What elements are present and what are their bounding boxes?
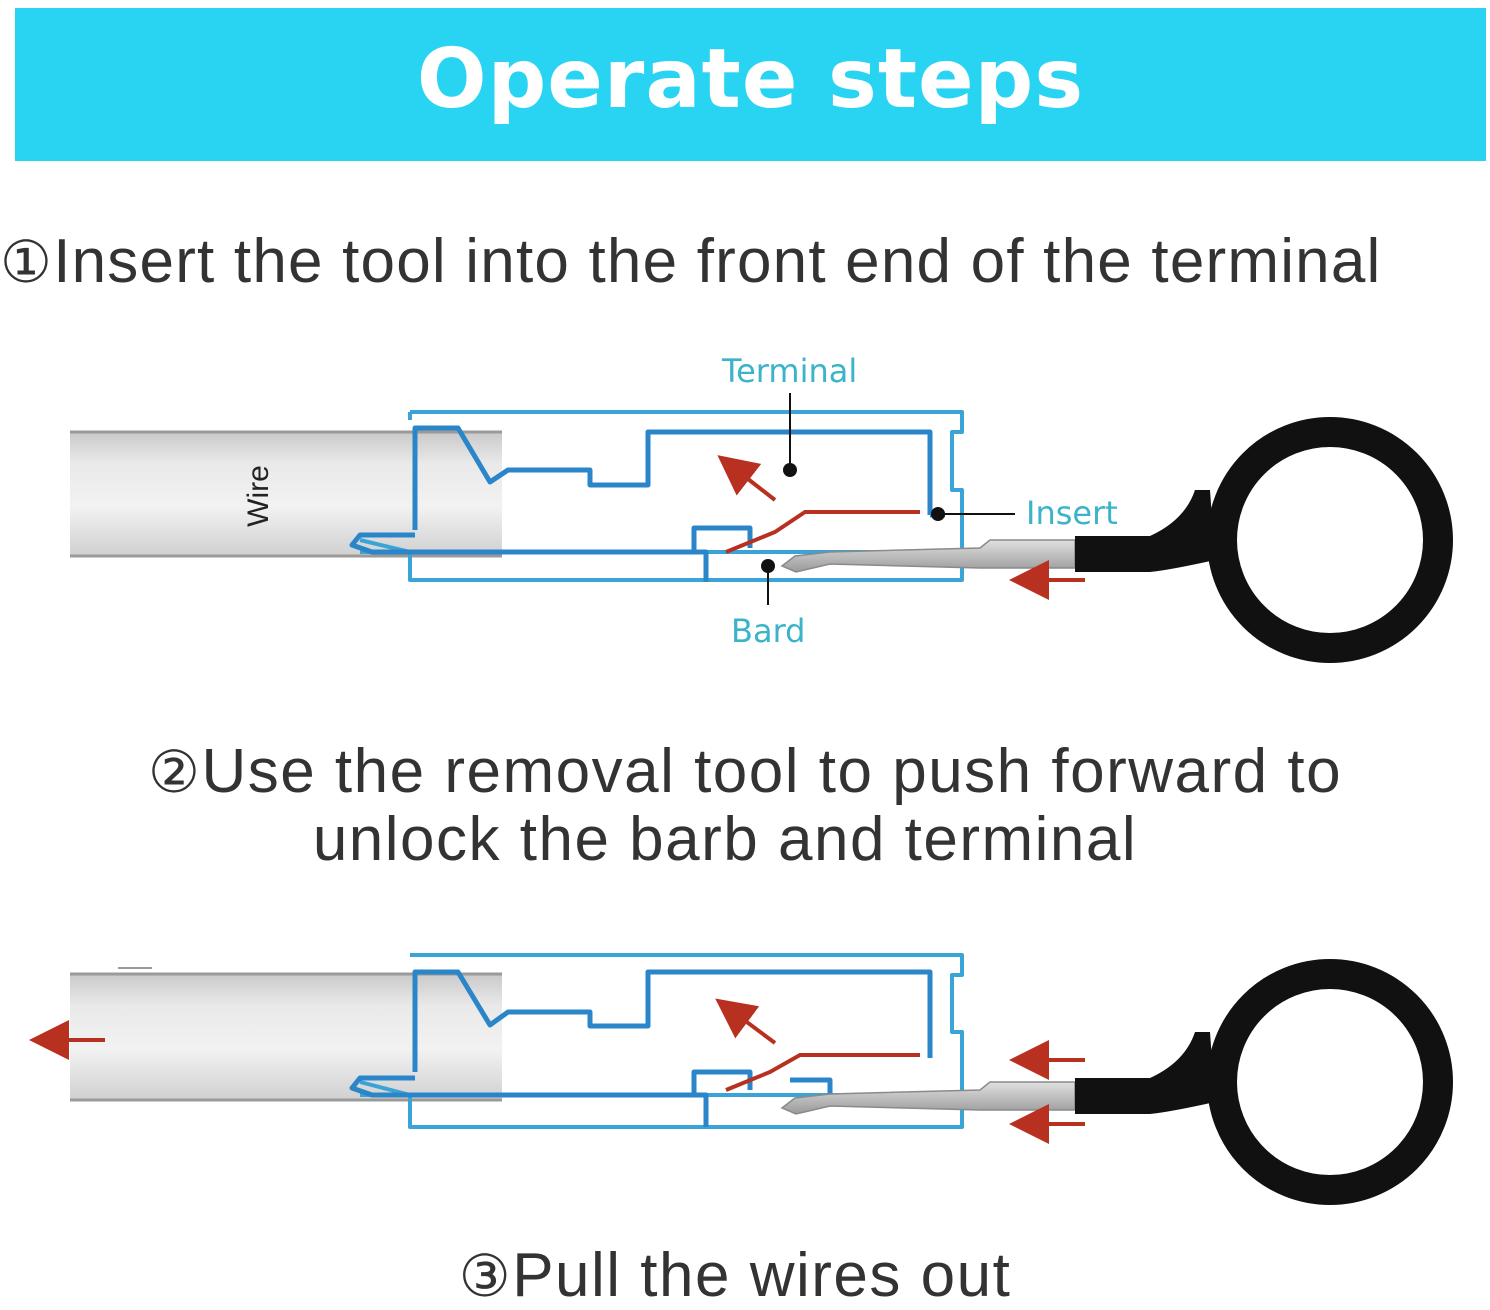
step-3-instruction: ③Pull the wires out (0, 1242, 1470, 1310)
tool-ring (1207, 959, 1453, 1205)
wire-body (70, 432, 502, 556)
tool-ring (1207, 417, 1453, 663)
wire-label: Wire (242, 465, 275, 527)
step-1-text: Insert the tool into the front end of th… (53, 227, 1382, 296)
step-2-instruction: ②Use the removal tool to push forward to… (100, 738, 1390, 874)
step-2-number: ② (147, 738, 202, 806)
diagram-step-3 (29, 953, 1453, 1205)
step-2-text-line-1: Use the removal tool to push forward to (201, 737, 1343, 806)
step-1-instruction: ①Insert the tool into the front end of t… (0, 227, 1382, 297)
step-3-text: Pull the wires out (512, 1241, 1012, 1310)
terminal-label: Terminal (721, 352, 857, 390)
barb (725, 510, 920, 554)
step-1-number: ① (0, 228, 54, 296)
diagram-step-1: Wire Terminal In (70, 352, 1453, 663)
step-3-number: ③ (458, 1242, 513, 1310)
bard-label: Bard (731, 612, 805, 650)
page-title: Operate steps (416, 32, 1085, 127)
direction-arrow (715, 998, 777, 1045)
step-2-line-1: ②Use the removal tool to push forward to (100, 737, 1390, 807)
wire-body (70, 974, 502, 1100)
insert-label: Insert (1026, 494, 1118, 532)
header-banner: Operate steps (15, 8, 1486, 161)
direction-arrow (717, 455, 777, 502)
step-2-text-line-2: unlock the barb and terminal (312, 805, 1138, 874)
removal-tool (780, 417, 1453, 663)
removal-tool (780, 959, 1453, 1205)
barb (725, 1053, 920, 1092)
